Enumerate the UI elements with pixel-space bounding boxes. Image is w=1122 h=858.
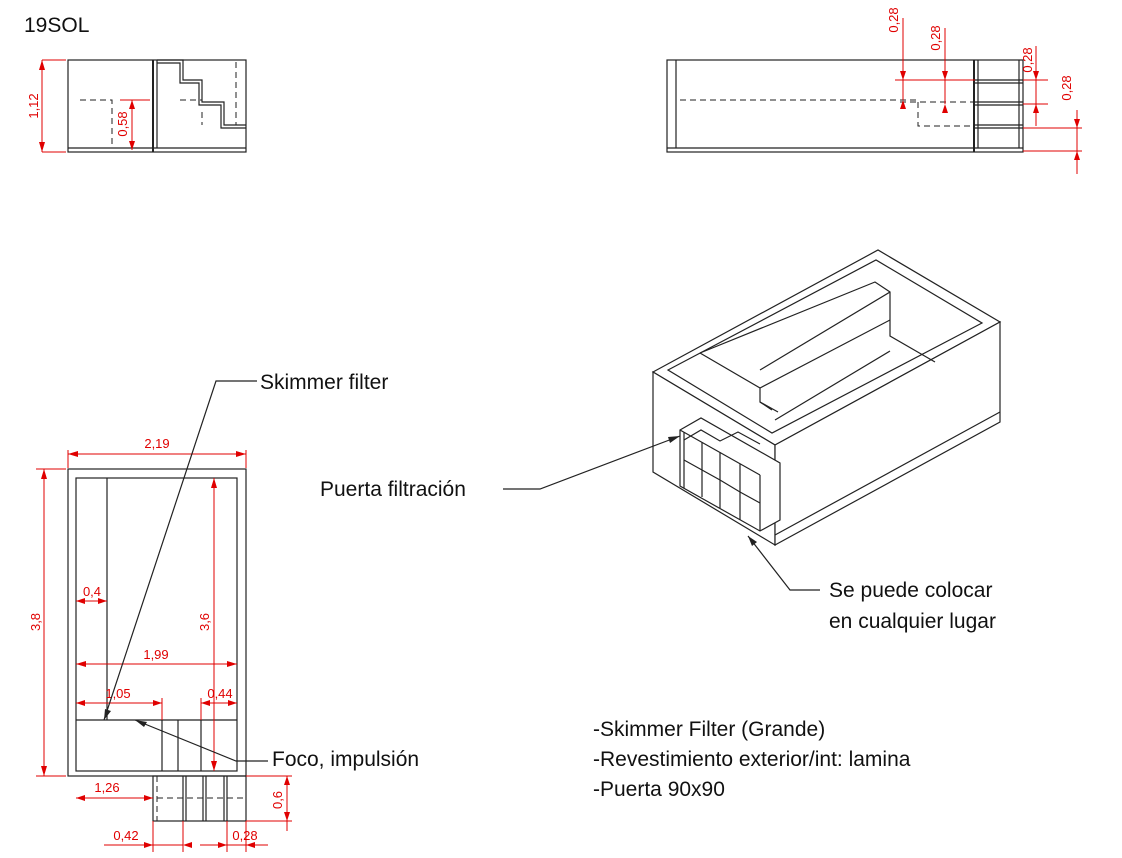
side-dim-3: 0,28	[1020, 47, 1035, 72]
plan-04-dim: 0,4	[83, 584, 101, 599]
plan-105-dim: 1,05	[105, 686, 130, 701]
side-dim-1: 0,28	[886, 7, 901, 32]
plan-view: 2,19 3,8 3,6 0,4 1,99 1,05 0,44 1,26	[28, 380, 292, 852]
front-step-dim: 0,58	[115, 111, 130, 136]
front-view: 1,12 0,58	[26, 59, 247, 153]
plan-06-dim: 0,6	[270, 791, 285, 809]
plan-126-dim: 1,26	[94, 780, 119, 795]
front-height-dim: 1,12	[26, 93, 41, 118]
label-colocar-line1: Se puede colocar	[829, 579, 992, 602]
plan-028-dim: 0,28	[232, 828, 257, 843]
label-skimmer-filter: Skimmer filter	[260, 371, 388, 394]
isometric-view	[503, 249, 1002, 591]
note-2: -Revestimiento exterior/int: lamina	[593, 748, 911, 771]
side-dim-2: 0,28	[928, 25, 943, 50]
note-3: -Puerta 90x90	[593, 778, 725, 801]
plan-inner-width-dim: 1,99	[143, 647, 168, 662]
label-colocar-line2: en cualquier lugar	[829, 610, 996, 633]
drawing-title: 19SOL	[24, 14, 89, 37]
side-dim-4: 0,28	[1059, 75, 1074, 100]
plan-width-dim: 2,19	[144, 436, 169, 451]
plan-inner-length-dim: 3,6	[197, 613, 212, 631]
plan-042-dim: 0,42	[113, 828, 138, 843]
plan-044-dim: 0,44	[207, 686, 232, 701]
label-foco-impulsion: Foco, impulsión	[272, 748, 419, 771]
label-puerta-filtracion: Puerta filtración	[320, 478, 466, 501]
side-view: 0,28 0,28 0,28 0,28	[666, 7, 1082, 174]
note-1: -Skimmer Filter (Grande)	[593, 718, 825, 741]
plan-length-dim: 3,8	[28, 613, 43, 631]
